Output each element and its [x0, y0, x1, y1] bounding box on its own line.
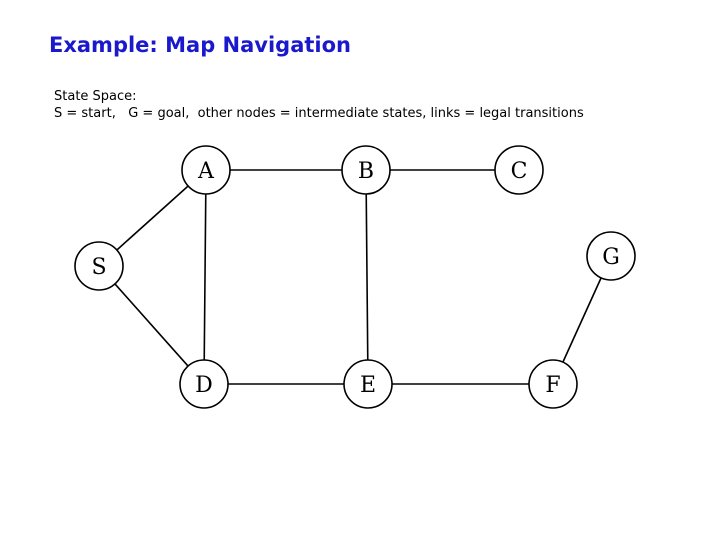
node-s: S — [74, 241, 124, 291]
description-line-2: S = start, G = goal, other nodes = inter… — [54, 106, 584, 121]
node-f: F — [528, 359, 578, 409]
edge-s-a — [116, 185, 189, 251]
node-a-label: A — [197, 159, 215, 184]
nodes-layer: A B C S G D E F — [74, 145, 636, 409]
node-f-circle — [528, 359, 578, 409]
node-g-label: G — [602, 245, 620, 270]
node-c-circle — [494, 145, 544, 195]
node-b: B — [341, 145, 391, 195]
edge-s-d — [114, 283, 189, 367]
node-s-label: S — [91, 255, 106, 280]
node-e-circle — [343, 359, 393, 409]
node-g-circle — [586, 231, 636, 281]
node-b-circle — [341, 145, 391, 195]
edge-a-d — [203, 193, 207, 361]
node-d-circle — [179, 359, 229, 409]
description-line-1: State Space: — [54, 89, 137, 104]
state-space-description: State Space: S = start, G = goal, other … — [54, 88, 584, 122]
node-e: E — [343, 359, 393, 409]
node-c-label: C — [511, 159, 528, 184]
edges-layer — [114, 169, 602, 385]
node-c: C — [494, 145, 544, 195]
edge-b-e — [365, 193, 369, 361]
node-s-circle — [74, 241, 124, 291]
slide-title: Example: Map Navigation — [49, 33, 351, 57]
node-a: A — [181, 145, 231, 195]
node-f-label: F — [545, 373, 560, 398]
node-e-label: E — [360, 373, 376, 398]
node-d: D — [179, 359, 229, 409]
node-d-label: D — [195, 373, 213, 398]
node-b-label: B — [358, 159, 374, 184]
edge-f-g — [562, 277, 602, 363]
node-a-circle — [181, 145, 231, 195]
node-g: G — [586, 231, 636, 281]
